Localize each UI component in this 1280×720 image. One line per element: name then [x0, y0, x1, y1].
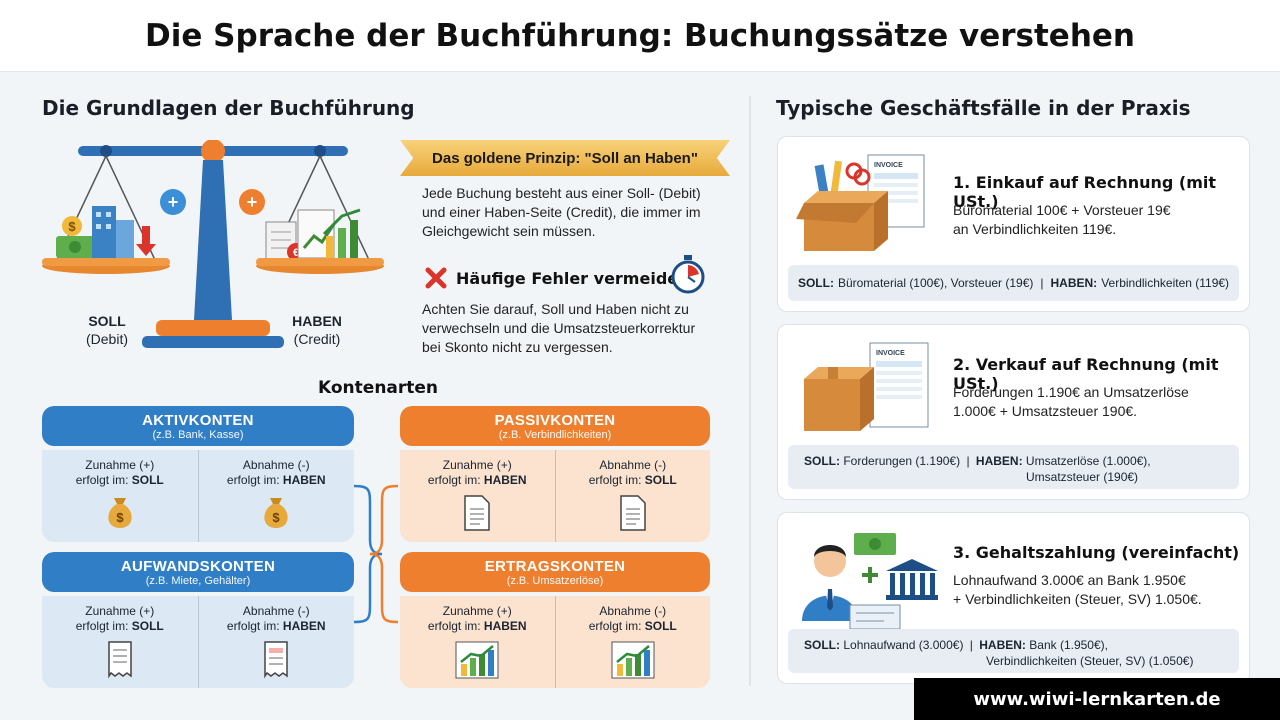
case-card-3: 3. Gehaltszahlung (vereinfacht) Lohnaufw…: [777, 512, 1250, 684]
money-bag-icon: $: [264, 498, 288, 528]
account-name: AKTIVKONTEN: [142, 411, 254, 429]
account-example: (z.B. Verbindlichkeiten): [498, 428, 612, 441]
receipt-icon: [264, 641, 288, 679]
case-description: Lohnaufwand 3.000€ an Bank 1.950€ + Verb…: [953, 572, 1202, 607]
case-title: 3. Gehaltszahlung (vereinfacht): [953, 543, 1240, 562]
stopwatch-icon: [671, 255, 705, 294]
increase-cell: Zunahme (+) erfolgt im: HABEN: [400, 596, 555, 688]
case-title: 1. Einkauf auf Rechnung (mit USt.): [953, 173, 1217, 211]
case-description: Büromaterial 100€ + Vorsteuer 19€ an Ver…: [953, 202, 1171, 237]
principle-text: Jede Buchung besteht aus einer Soll- (De…: [422, 185, 701, 239]
case-card-2: INVOICE 2. Verkauf auf Rechnung (mit USt…: [777, 324, 1250, 500]
purchase-box-icon: INVOICE: [796, 154, 925, 251]
account-example: (z.B. Miete, Gehälter): [145, 574, 251, 587]
case-card-1: INVOICE 1. Einkauf auf Rechnung (mit USt…: [777, 136, 1250, 312]
account-aktiv: AKTIVKONTEN (z.B. Bank, Kasse) Zunahme (…: [42, 406, 354, 542]
booking-entry: SOLL: Lohnaufwand (3.000€) | HABEN: Bank…: [788, 629, 1239, 673]
account-example: (z.B. Umsatzerlöse): [506, 574, 604, 587]
salary-payment-icon: [802, 533, 938, 630]
decrease-cell: Abnahme (-) erfolgt im: SOLL: [554, 450, 711, 542]
document-icon: [464, 495, 490, 531]
svg-text:€: €: [293, 247, 299, 259]
decrease-cell: Abnahme (-) erfolgt im: SOLL: [554, 596, 711, 688]
mistakes-text: Achten Sie darauf, Soll und Haben nicht …: [422, 301, 696, 355]
balance-scale-illustration: $ € + +: [42, 140, 384, 348]
decrease-cell: Abnahme (-) erfolgt im: HABEN: [197, 596, 355, 688]
increase-cell: Zunahme (+) erfolgt im: SOLL $: [42, 450, 198, 542]
invoice-label: INVOICE: [874, 162, 903, 169]
bracket-connector: [353, 484, 399, 624]
principle-banner: Das goldene Prinzip: "Soll an Haben": [400, 140, 730, 176]
page-title: Die Sprache der Buchführung: Buchungssät…: [145, 17, 1135, 54]
account-passiv: PASSIVKONTEN (z.B. Verbindlichkeiten) Zu…: [400, 406, 710, 542]
footer-url[interactable]: www.wiwi-lernkarten.de: [914, 678, 1280, 720]
scale-soll-label: SOLL (Debit): [85, 313, 128, 347]
svg-text:+: +: [168, 192, 179, 212]
account-example: (z.B. Bank, Kasse): [152, 428, 244, 441]
account-name: ERTRAGSKONTEN: [484, 557, 626, 575]
svg-text:$: $: [116, 510, 124, 525]
svg-text:$: $: [273, 510, 281, 525]
growth-chart-icon: [455, 641, 499, 679]
invoice-label: INVOICE: [876, 350, 905, 357]
account-aufwand: AUFWANDSKONTEN (z.B. Miete, Gehälter) Zu…: [42, 552, 354, 688]
booking-entry: SOLL: Forderungen (1.190€) | HABEN: Umsa…: [788, 445, 1239, 489]
account-ertrag: ERTRAGSKONTEN (z.B. Umsatzerlöse) Zunahm…: [400, 552, 710, 688]
svg-text:+: +: [247, 192, 258, 212]
close-icon: [425, 267, 447, 289]
case-title: 2. Verkauf auf Rechnung (mit USt.): [953, 355, 1219, 393]
growth-chart-icon: [611, 641, 655, 679]
decrease-cell: Abnahme (-) erfolgt im: HABEN $: [197, 450, 355, 542]
booking-entry: SOLL:Büromaterial (100€), Vorsteuer (19€…: [788, 265, 1239, 301]
mistakes-heading: Häufige Fehler vermeiden: [456, 269, 690, 288]
account-name: AUFWANDSKONTEN: [120, 557, 276, 575]
increase-cell: Zunahme (+) erfolgt im: SOLL: [42, 596, 198, 688]
case-description: Forderungen 1.190€ an Umsatzerlöse 1.000…: [953, 384, 1189, 419]
left-heading: Die Grundlagen der Buchführung: [42, 96, 415, 120]
right-heading: Typische Geschäftsfälle in der Praxis: [776, 96, 1191, 120]
account-name: PASSIVKONTEN: [494, 411, 616, 429]
document-icon: [620, 495, 646, 531]
scale-haben-label: HABEN (Credit): [292, 313, 342, 347]
title-bar: Die Sprache der Buchführung: Buchungssät…: [0, 0, 1280, 72]
sale-package-icon: INVOICE: [804, 342, 929, 431]
increase-cell: Zunahme (+) erfolgt im: HABEN: [400, 450, 555, 542]
column-divider: [749, 96, 751, 686]
money-bag-icon: $: [108, 498, 132, 528]
kontenarten-heading: Kontenarten: [318, 378, 439, 398]
receipt-icon: [108, 641, 132, 679]
svg-text:$: $: [68, 219, 76, 234]
